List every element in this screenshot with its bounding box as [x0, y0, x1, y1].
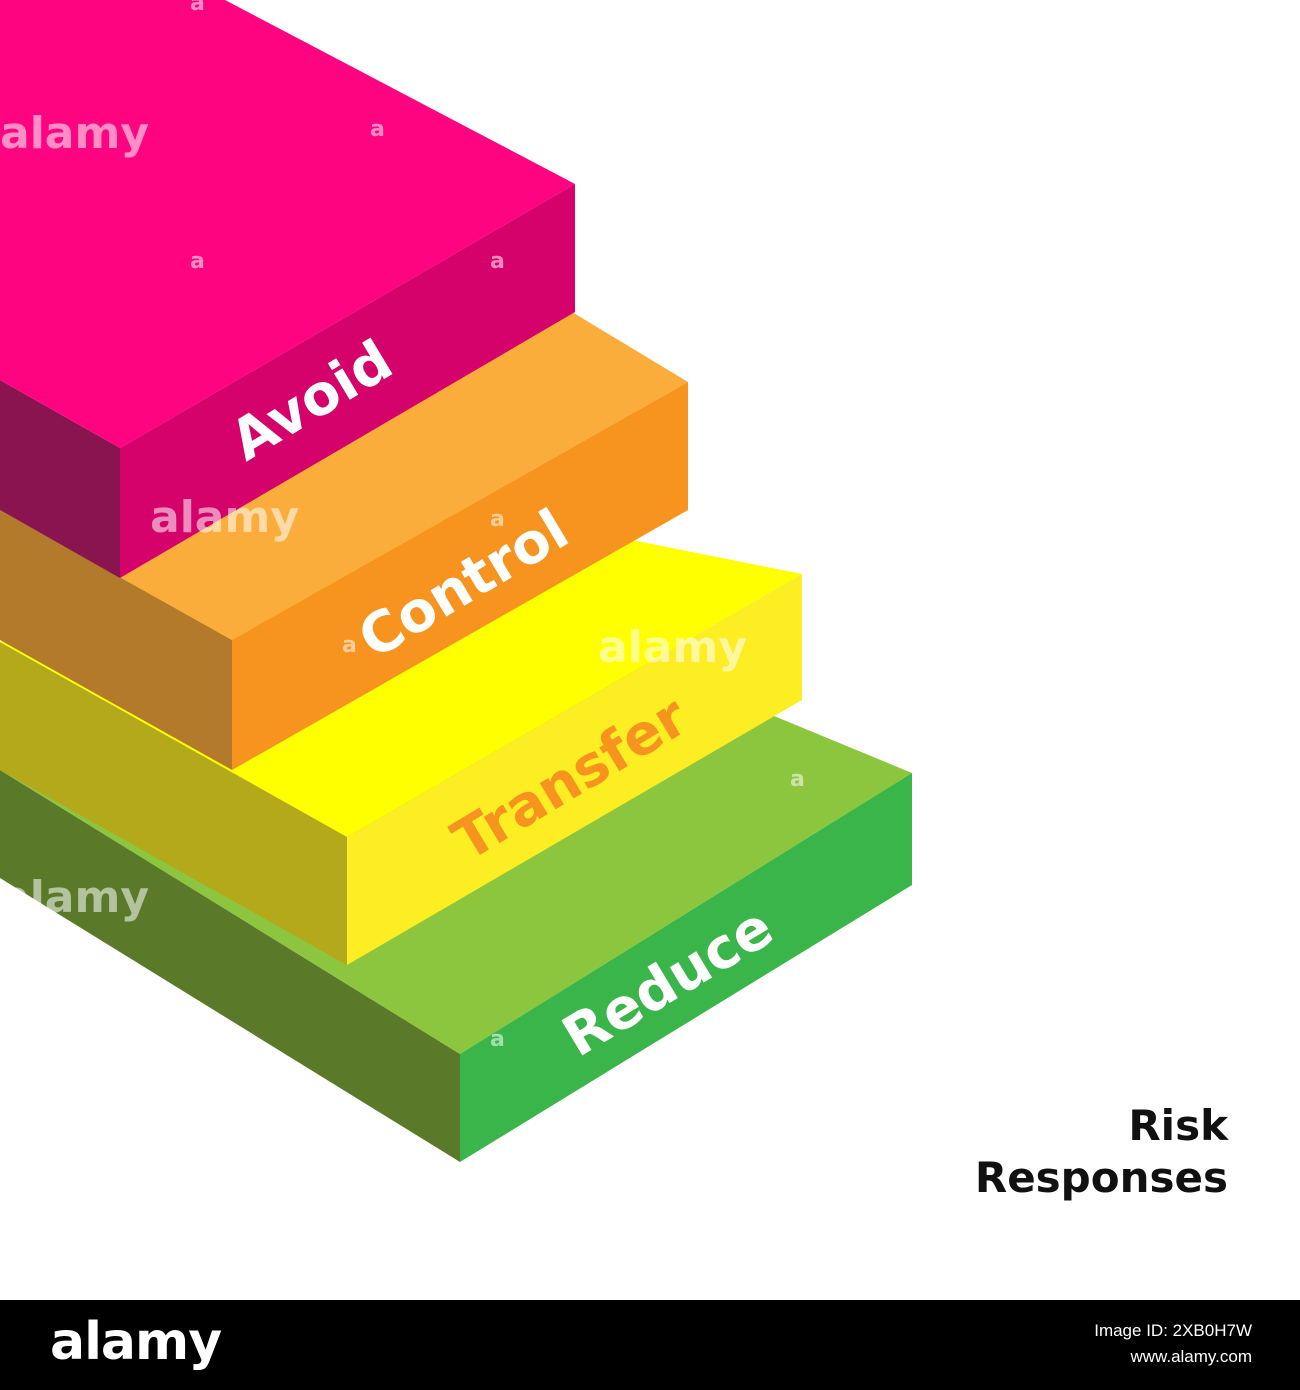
watermark-symbol: a: [190, 249, 205, 274]
watermark-symbol: a: [342, 633, 357, 658]
diagram-title: Risk Responses: [975, 1100, 1228, 1204]
watermark-symbol: a: [790, 767, 805, 792]
step-reduce-side: [0, 770, 460, 1162]
image-id: Image ID: 2XB0H7W: [1094, 1321, 1252, 1340]
step-reduce-front: [460, 773, 912, 1162]
watermark-symbol: a: [490, 1027, 505, 1052]
step-control-side: [0, 510, 232, 770]
step-transfer-side: [0, 642, 347, 965]
watermark-text: alamy: [0, 108, 149, 159]
title-line-2: Responses: [974, 1153, 1228, 1202]
watermark-text: alamy: [598, 622, 747, 673]
step-avoid-front: [120, 184, 575, 578]
step-control-front: [232, 382, 688, 770]
step-avoid: Avoid: [0, 0, 575, 578]
step-control-top: [0, 312, 688, 640]
title-line-1: Risk: [1128, 1101, 1228, 1150]
step-avoid-side: [0, 380, 120, 578]
watermark-text: alamy: [0, 872, 149, 923]
footer-bar: alamy Image ID: 2XB0H7W www.alamy.com: [0, 1300, 1300, 1390]
watermark-symbol: a: [190, 0, 205, 16]
watermark-symbol: a: [370, 117, 385, 142]
footer-meta: Image ID: 2XB0H7W www.alamy.com: [1094, 1318, 1252, 1370]
site-url: www.alamy.com: [1130, 1347, 1252, 1366]
risk-staircase-diagram: Reduce Transfer Control Avoid alamy alam…: [0, 0, 912, 1162]
step-avoid-top: [0, 0, 575, 448]
watermark-symbol: a: [490, 507, 505, 532]
watermark-text: alamy: [150, 492, 299, 543]
step-transfer-front: [347, 574, 802, 965]
watermark-symbol: a: [490, 249, 505, 274]
step-control: Control: [0, 312, 688, 770]
watermark-layer: alamy alamy alamy alamy a a a a a a a a: [0, 0, 805, 1052]
alamy-logo: alamy: [50, 1312, 222, 1372]
